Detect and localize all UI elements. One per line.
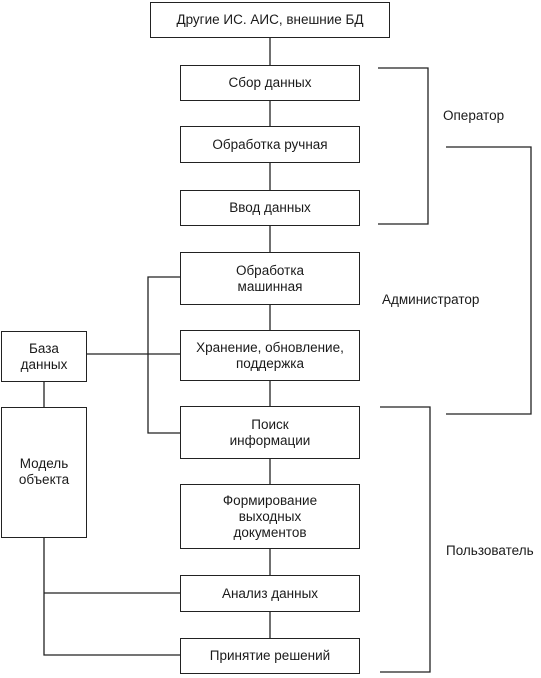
role-user: Пользователь	[446, 543, 534, 558]
search-label: Поиск информации	[229, 416, 311, 448]
connector-line	[147, 276, 180, 434]
object-model-box: Модель объекта	[1, 407, 87, 538]
user-bracket	[380, 406, 431, 673]
administrator-bracket	[446, 146, 532, 415]
data-collection-box: Сбор данных	[180, 65, 360, 101]
search-box: Поиск информации	[180, 406, 360, 459]
data-collection-label: Сбор данных	[228, 75, 312, 90]
object-model-label: Модель объекта	[18, 456, 70, 487]
data-input-label: Ввод данных	[229, 200, 311, 215]
decision-making-label: Принятие решений	[209, 648, 331, 663]
data-input-box: Ввод данных	[180, 190, 360, 226]
role-administrator: Администратор	[382, 292, 480, 307]
output-documents-box: Формирование выходных документов	[180, 484, 360, 549]
manual-processing-label: Обработка ручная	[212, 136, 328, 152]
operator-bracket	[378, 67, 429, 225]
storage-label: Хранение, обновление, поддержка	[196, 339, 344, 371]
output-documents-label: Формирование выходных документов	[222, 492, 318, 540]
data-analysis-box: Анализ данных	[180, 575, 360, 612]
other-systems-box: Другие ИС. АИС, внешние БД	[150, 2, 390, 38]
decision-making-box: Принятие решений	[180, 638, 360, 674]
connector-line	[43, 538, 180, 656]
data-analysis-label: Анализ данных	[221, 585, 319, 601]
manual-processing-box: Обработка ручная	[180, 126, 360, 163]
storage-box: Хранение, обновление, поддержка	[180, 330, 360, 381]
machine-processing-box: Обработка машинная	[180, 252, 360, 305]
database-box: База данных	[1, 331, 87, 382]
other-systems-label: Другие ИС. АИС, внешние БД	[176, 12, 364, 27]
role-operator: Оператор	[443, 108, 505, 123]
database-label: База данных	[20, 340, 68, 372]
machine-processing-label: Обработка машинная	[235, 262, 305, 294]
